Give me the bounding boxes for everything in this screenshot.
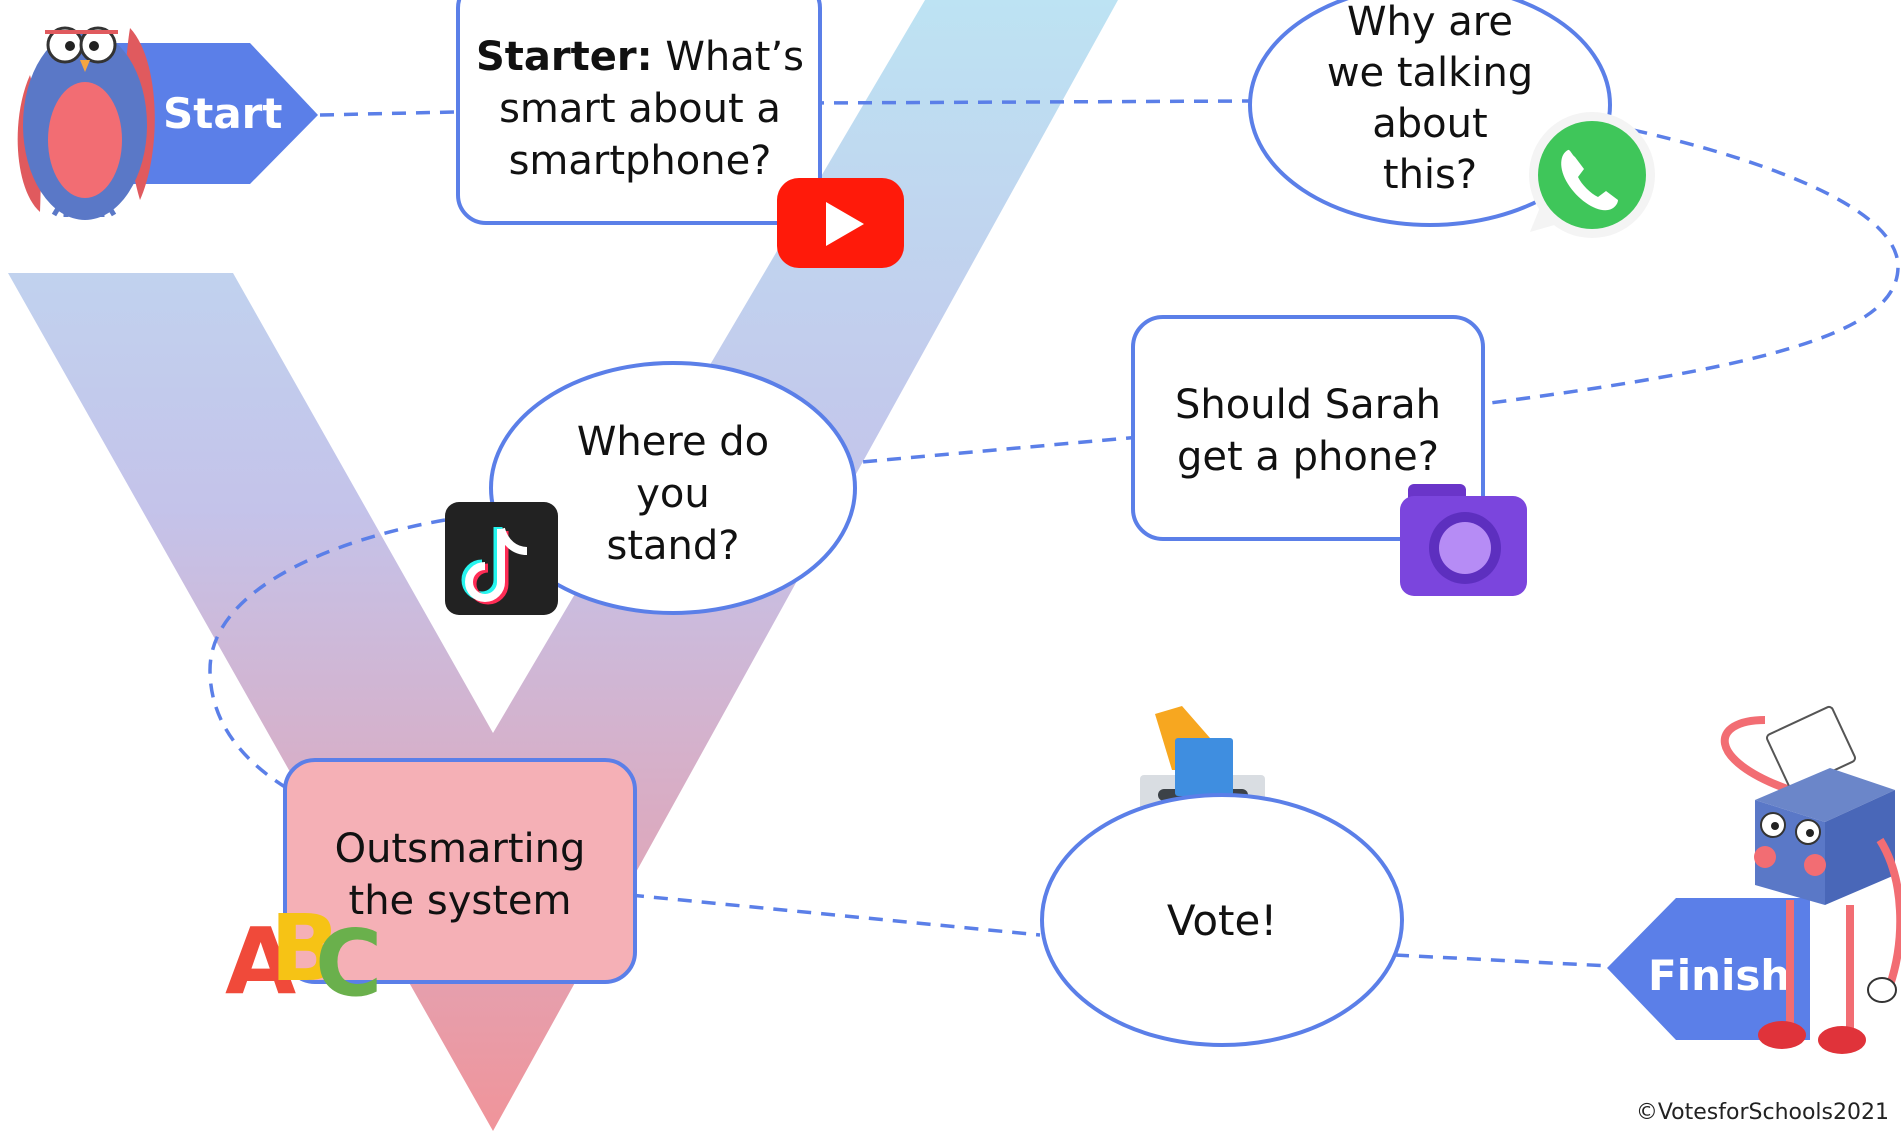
starter-line3: smartphone? <box>509 138 772 184</box>
abc-blocks-icon: A B C <box>225 895 383 1017</box>
ballot-paper <box>1175 738 1233 796</box>
mascot-cheek-right <box>1804 854 1826 876</box>
camera-icon <box>1400 484 1527 596</box>
why-line2: we talking <box>1327 50 1533 96</box>
mascot-pupil-right <box>1806 829 1814 837</box>
vote-bubble <box>1040 793 1404 1047</box>
mascot-foot-left <box>1758 1021 1806 1049</box>
sarah-line1: Should Sarah <box>1175 382 1441 428</box>
abc-letter-c: C <box>315 910 383 1017</box>
why-bubble <box>1248 0 1612 227</box>
owl-pupil-left <box>65 41 75 51</box>
owl-beak <box>80 60 90 72</box>
outsmart-line2: the system <box>349 878 572 924</box>
stand-line3: stand? <box>606 523 739 569</box>
mascot-hand-right <box>1867 977 1897 1003</box>
starter-box <box>456 0 822 225</box>
sarah-box <box>1131 315 1485 541</box>
sarah-line2: get a phone? <box>1177 434 1439 480</box>
whatsapp-icon-phone <box>1561 149 1618 211</box>
whatsapp-icon-bg <box>1538 121 1646 229</box>
step-why: Why are we talking about this? <box>1248 0 1612 227</box>
outsmart-box <box>283 758 637 984</box>
v-logo-shape <box>8 0 1118 1131</box>
outsmart-line1: Outsmarting <box>335 826 586 872</box>
youtube-icon-play <box>826 202 864 246</box>
step-vote: Vote! <box>1040 793 1404 1047</box>
owl-feet <box>51 203 117 217</box>
mascot-box-side <box>1825 790 1895 905</box>
start-label: Start <box>163 89 282 138</box>
mascot-arm-left <box>1720 716 1792 794</box>
tiktok-icon-note <box>465 527 528 602</box>
why-line3: about <box>1372 101 1487 147</box>
whatsapp-icon-tail <box>1530 190 1572 232</box>
journey-path <box>208 99 1900 968</box>
ballot-box-mascot <box>1720 705 1901 1054</box>
owl-pupil-right <box>89 41 99 51</box>
whatsapp-icon <box>1529 112 1655 238</box>
copyright-notice: ©VotesforSchools2021 <box>1635 1100 1889 1125</box>
why-line4: this? <box>1383 152 1477 198</box>
starter-line1: Starter: What’s <box>476 34 804 80</box>
owl-mascot <box>17 26 155 220</box>
mascot-foot-right <box>1818 1026 1866 1054</box>
youtube-icon <box>777 178 904 268</box>
stand-bubble <box>489 361 857 615</box>
step-stand: Where do you stand? <box>489 361 857 615</box>
mascot-arm-right <box>1876 837 1901 987</box>
tiktok-icon <box>445 502 558 615</box>
step-outsmart: Outsmarting the system <box>283 758 637 984</box>
finish-label: Finish <box>1648 951 1790 1000</box>
abc-letter-a: A <box>225 908 296 1015</box>
vote-label: Vote! <box>1167 896 1277 945</box>
why-line1: Why are <box>1347 0 1513 45</box>
step-starter: Starter: What’s smart about a smartphone… <box>456 0 822 225</box>
start-marker: Start <box>110 43 318 184</box>
starter-line2: smart about a <box>499 86 781 132</box>
stand-line2: you <box>636 471 710 517</box>
owl-belly <box>48 82 122 198</box>
finish-marker: Finish <box>1607 898 1810 1040</box>
stand-line1: Where do <box>577 419 769 465</box>
mascot-box-top <box>1755 768 1895 822</box>
camera-icon-lens-inner <box>1439 522 1491 574</box>
abc-letter-b: B <box>270 895 340 1002</box>
step-sarah: Should Sarah get a phone? <box>1131 315 1485 541</box>
mascot-cheek-left <box>1754 846 1776 868</box>
mascot-pupil-left <box>1771 822 1779 830</box>
finish-arrow <box>1607 898 1810 1040</box>
start-arrow <box>110 43 318 184</box>
